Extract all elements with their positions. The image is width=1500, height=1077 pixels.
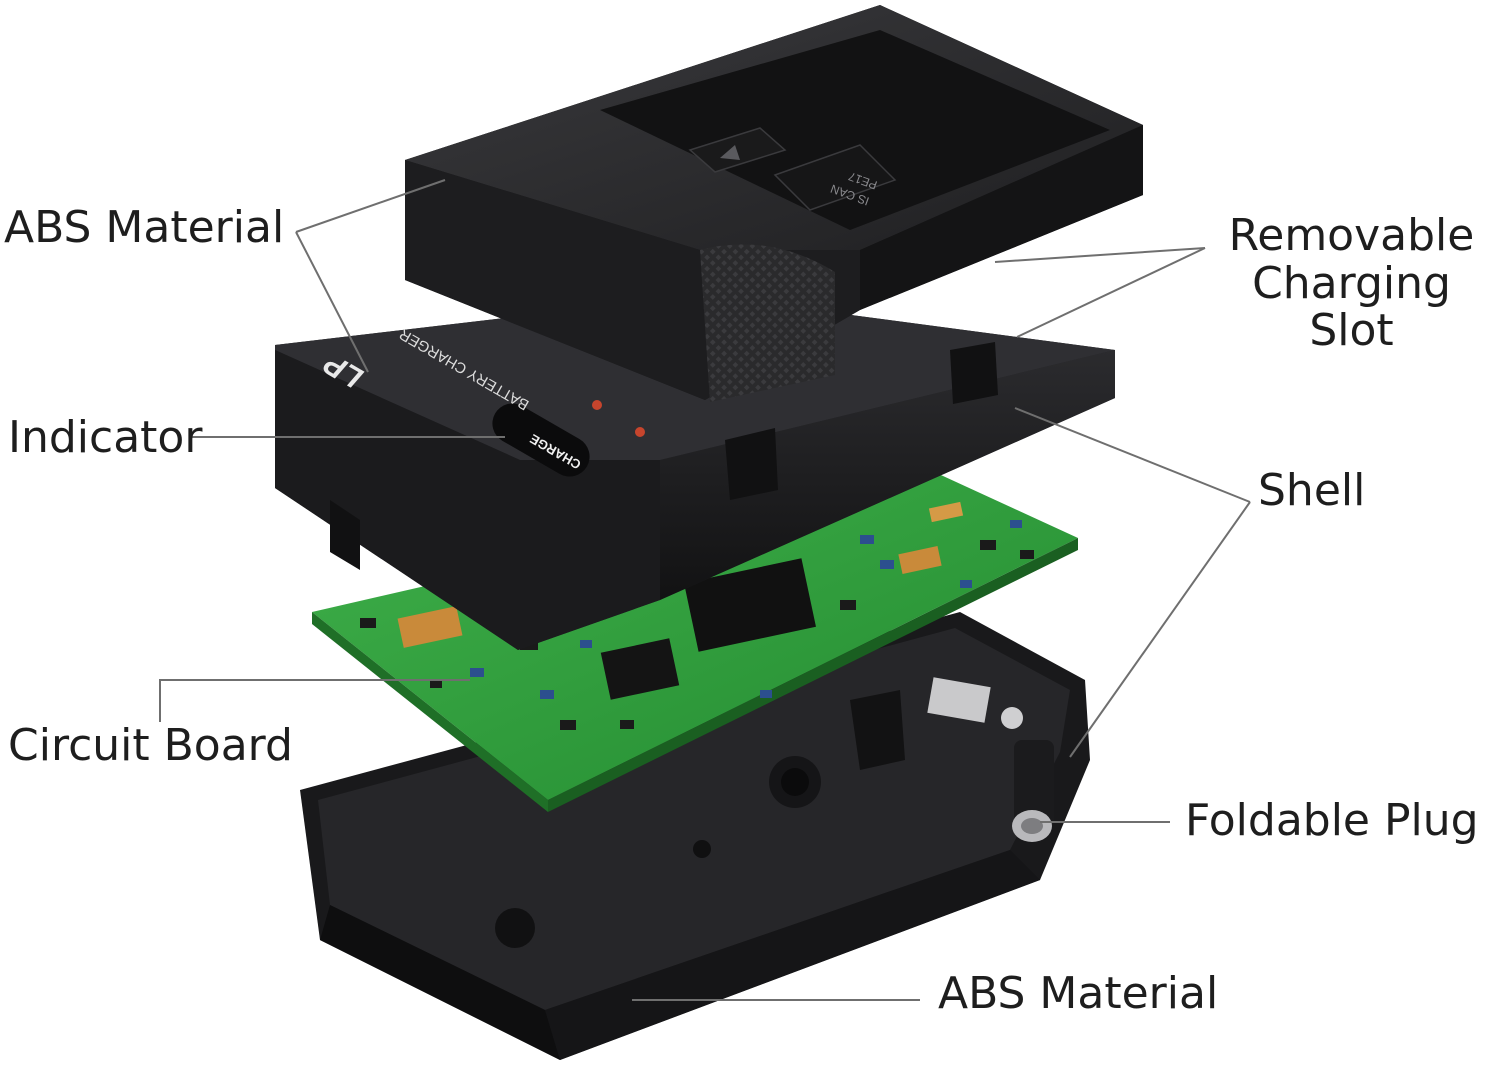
label-abs-material-bottom: ABS Material [938,968,1219,1019]
label-shell: Shell [1258,465,1366,516]
label-removable-line2: Charging Slot [1252,257,1451,357]
removable-charging-slot: IS CAN PE17 [405,5,1143,402]
leader-shell-2 [1069,501,1251,758]
leader-abs-top-2 [295,231,369,373]
bottom-case [300,612,1090,1060]
foldable-plug [1001,707,1054,842]
label-circuit-board: Circuit Board [8,720,293,771]
leader-removable-2 [1016,247,1206,338]
label-removable-line1: Removable [1228,210,1475,261]
leader-abs-top-1 [295,179,446,233]
circuit-board [312,470,1078,812]
leader-shell-1 [1014,407,1251,503]
leader-lines [159,179,1251,1001]
label-indicator: Indicator [8,412,203,463]
leader-circuit-board [159,679,470,722]
label-foldable-plug: Foldable Plug [1185,795,1479,846]
label-abs-material-top: ABS Material [4,202,285,253]
label-removable-charging-slot: Removable Charging Slot [1203,212,1500,355]
leader-removable-1 [994,247,1206,263]
